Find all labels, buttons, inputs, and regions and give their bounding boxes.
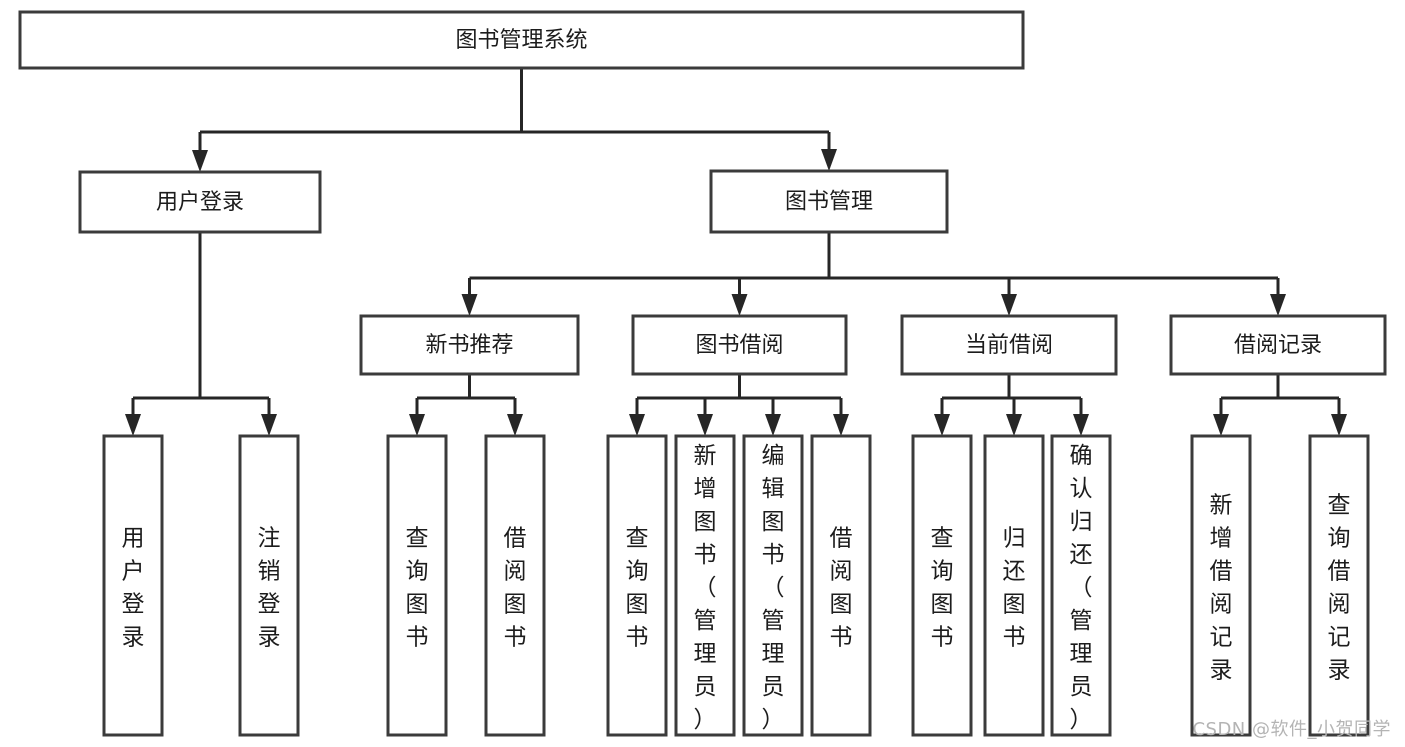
node-leaf-add-borrow-record[interactable]: 新增借阅记录 bbox=[1190, 434, 1252, 737]
node-leaf-query-book-recommend[interactable]: 查询图书 bbox=[386, 434, 448, 737]
node-box-leaf-add-book-admin[interactable] bbox=[674, 434, 736, 737]
arrow-head-to-leaf-user-login bbox=[125, 414, 141, 436]
node-label-leaf-query-book-current: 查询图书 bbox=[931, 526, 954, 651]
node-label-leaf-confirm-return-admin: 确认归还（管理员） bbox=[1070, 443, 1093, 733]
node-label-leaf-user-login: 用户登录 bbox=[122, 526, 145, 651]
arrow-head-to-book-management bbox=[821, 149, 837, 171]
node-box-leaf-confirm-return-admin[interactable] bbox=[1050, 434, 1112, 737]
arrow-head-to-leaf-query-book-borrow bbox=[629, 414, 645, 436]
node-borrow-record[interactable]: 借阅记录 bbox=[1169, 314, 1387, 376]
node-box-new-book-recommend[interactable] bbox=[359, 314, 580, 376]
node-box-leaf-query-book-borrow[interactable] bbox=[606, 434, 668, 737]
node-label-book-management: 图书管理 bbox=[785, 190, 873, 215]
node-leaf-query-borrow-record[interactable]: 查询借阅记录 bbox=[1308, 434, 1370, 737]
arrow-head-to-book-borrow bbox=[731, 294, 748, 316]
node-box-current-borrow[interactable] bbox=[900, 314, 1118, 376]
node-leaf-borrow-book-recommend[interactable]: 借阅图书 bbox=[484, 434, 546, 737]
node-box-leaf-query-book-recommend[interactable] bbox=[386, 434, 448, 737]
node-box-user-login[interactable] bbox=[78, 170, 322, 234]
node-book-management[interactable]: 图书管理 bbox=[709, 169, 949, 234]
node-label-current-borrow: 当前借阅 bbox=[965, 333, 1053, 358]
arrow-head-to-leaf-borrow-book bbox=[833, 414, 849, 436]
node-box-leaf-query-borrow-record[interactable] bbox=[1308, 434, 1370, 737]
arrow-head-to-leaf-add-borrow-record bbox=[1213, 414, 1229, 436]
node-leaf-add-book-admin[interactable]: 新增图书（管理员） bbox=[674, 434, 736, 737]
node-leaf-query-book-borrow[interactable]: 查询图书 bbox=[606, 434, 668, 737]
node-book-borrow[interactable]: 图书借阅 bbox=[631, 314, 848, 376]
arrow-head-to-user-login bbox=[192, 150, 208, 172]
node-label-leaf-query-borrow-record: 查询借阅记录 bbox=[1328, 493, 1351, 684]
node-label-leaf-borrow-book: 借阅图书 bbox=[830, 526, 853, 651]
node-leaf-return-book[interactable]: 归还图书 bbox=[983, 434, 1045, 737]
node-box-borrow-record[interactable] bbox=[1169, 314, 1387, 376]
node-leaf-query-book-current[interactable]: 查询图书 bbox=[911, 434, 973, 737]
node-label-leaf-user-logout: 注销登录 bbox=[258, 526, 281, 651]
node-label-leaf-query-book-recommend: 查询图书 bbox=[406, 526, 429, 651]
node-leaf-user-login[interactable]: 用户登录 bbox=[102, 434, 164, 737]
node-leaf-confirm-return-admin[interactable]: 确认归还（管理员） bbox=[1050, 434, 1112, 737]
node-box-leaf-user-logout[interactable] bbox=[238, 434, 300, 737]
node-label-user-login: 用户登录 bbox=[156, 190, 244, 215]
node-box-leaf-query-book-current[interactable] bbox=[911, 434, 973, 737]
arrow-head-to-borrow-record bbox=[1270, 294, 1286, 316]
arrow-head-to-leaf-edit-book-admin bbox=[765, 414, 781, 436]
node-box-leaf-borrow-book-recommend[interactable] bbox=[484, 434, 546, 737]
arrow-head-to-leaf-confirm-return-admin bbox=[1073, 414, 1089, 436]
node-label-leaf-query-book-borrow: 查询图书 bbox=[626, 526, 649, 651]
node-label-leaf-add-borrow-record: 新增借阅记录 bbox=[1210, 493, 1233, 684]
node-box-leaf-return-book[interactable] bbox=[983, 434, 1045, 737]
arrow-head-to-leaf-query-book-current bbox=[934, 414, 950, 436]
node-label-borrow-record: 借阅记录 bbox=[1234, 333, 1322, 358]
node-label-leaf-borrow-book-recommend: 借阅图书 bbox=[504, 526, 527, 651]
node-current-borrow[interactable]: 当前借阅 bbox=[900, 314, 1118, 376]
node-label-leaf-edit-book-admin: 编辑图书（管理员） bbox=[762, 443, 785, 733]
node-label-book-borrow: 图书借阅 bbox=[695, 333, 783, 358]
node-box-book-management[interactable] bbox=[709, 169, 949, 234]
arrow-head-to-leaf-user-logout bbox=[261, 414, 277, 436]
node-leaf-edit-book-admin[interactable]: 编辑图书（管理员） bbox=[742, 434, 804, 737]
node-label-leaf-add-book-admin: 新增图书（管理员） bbox=[694, 443, 717, 733]
arrow-head-to-new-book-recommend bbox=[461, 294, 478, 316]
csdn-watermark: CSDN @软件_小贺同学 bbox=[1192, 719, 1391, 740]
node-box-book-borrow[interactable] bbox=[631, 314, 848, 376]
node-box-leaf-user-login[interactable] bbox=[102, 434, 164, 737]
node-leaf-user-logout[interactable]: 注销登录 bbox=[238, 434, 300, 737]
node-root[interactable]: 图书管理系统 bbox=[18, 10, 1025, 70]
arrow-head-to-leaf-add-book-admin bbox=[697, 414, 713, 436]
arrow-head-to-leaf-borrow-book-recommend bbox=[507, 414, 523, 436]
node-box-leaf-borrow-book[interactable] bbox=[810, 434, 872, 737]
node-box-leaf-add-borrow-record[interactable] bbox=[1190, 434, 1252, 737]
node-label-root: 图书管理系统 bbox=[455, 28, 587, 53]
node-box-root[interactable] bbox=[18, 10, 1025, 70]
node-user-login[interactable]: 用户登录 bbox=[78, 170, 322, 234]
node-label-leaf-return-book: 归还图书 bbox=[1003, 526, 1026, 651]
node-layer: 图书管理系统用户登录图书管理新书推荐图书借阅当前借阅借阅记录用户登录注销登录查询… bbox=[18, 10, 1387, 737]
node-box-leaf-edit-book-admin[interactable] bbox=[742, 434, 804, 737]
node-new-book-recommend[interactable]: 新书推荐 bbox=[359, 314, 580, 376]
node-leaf-borrow-book[interactable]: 借阅图书 bbox=[810, 434, 872, 737]
arrow-head-to-leaf-query-borrow-record bbox=[1331, 414, 1347, 436]
node-label-new-book-recommend: 新书推荐 bbox=[425, 333, 513, 358]
arrow-head-to-leaf-query-book-recommend bbox=[409, 414, 425, 436]
arrow-head-to-current-borrow bbox=[1001, 294, 1017, 316]
arrow-head-to-leaf-return-book bbox=[1006, 414, 1022, 436]
connector-layer bbox=[125, 68, 1347, 436]
